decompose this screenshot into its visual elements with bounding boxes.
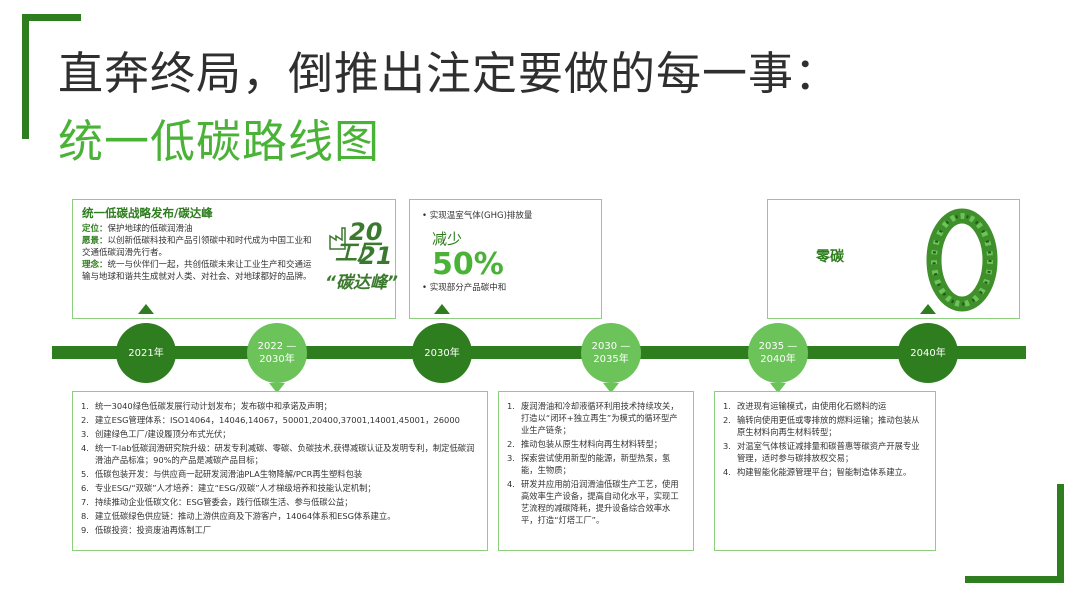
pointer-2022-2030 [269,383,285,393]
pointer-2030 [434,304,450,314]
milestone-2030-card: • 实现温室气体(GHG)排放量 减少 50% • 实现部分产品碳中和 [409,199,602,319]
list-item: 9.低碳投资：投资废油再炼制工厂 [81,525,212,535]
pointer-2035-2040 [770,383,786,393]
list-item: 1.改进现有运输模式，由使用化石燃料的运 [723,401,887,411]
positioning-line: 定位：保护地球的低碳润滑油 [82,224,193,234]
timeline-marker-2040: 2040年 [898,323,958,383]
timeline-marker-2030-2035: 2030 — 2035年 [581,323,641,383]
list-item: 2.推动包装从原生材料向再生材料转型； [507,439,663,449]
list-item: 7.持续推动企业低碳文化：ESG管委会，践行低碳生活、参与低碳公益； [81,497,353,507]
timeline-marker-2030: 2030年 [412,323,472,383]
list-item: 1.废润滑油和冷却液循环利用技术持续攻关，打造以“闭环+独立再生”为模式的循环型… [507,401,679,435]
philosophy-line: 理念：统一与伙伴们一起，共创低碳未来让工业生产和交通运输与地球和谐共生成就对人类… [82,260,312,282]
zero-carbon-label: 零碳 [816,249,844,265]
timeline-marker-2021: 2021年 [116,323,176,383]
page-title: 直奔终局，倒推出注定要做的每一事： [58,47,841,100]
page-subtitle: 统一低碳路线图 [58,115,381,168]
vision-line: 愿景：以创新低碳科技和产品引领碳中和时代成为中国工业和交通低碳润滑先行者。 [82,236,312,258]
milestone-2021-heading: 统一低碳战略发布/碳达峰 [82,206,213,220]
corner-bracket-top-left [22,14,81,139]
timeline-marker-2022-2030: 2022 — 2030年 [247,323,307,383]
list-item: 6.专业ESG/“双碳”人才培养：建立“ESG/双碳”人才梯级培养和技能认定机制… [81,483,376,493]
timeline-marker-2035-2040: 2035 — 2040年 [748,323,808,383]
carbon-peak-2021-stamp: 20 工厂 21 “碳达峰” [325,218,398,293]
timeline-bar [52,346,1026,359]
factory-icon [329,227,346,250]
reduce-label: 减少 [432,230,463,248]
reduction-percent: 50% [432,247,504,282]
pointer-2040 [920,304,936,314]
actions-2030-2035-list: 1.废润滑油和冷却液循环利用技术持续攻关，打造以“闭环+独立再生”为模式的循环型… [498,391,694,551]
pointer-2021 [138,304,154,314]
carbon-neutral-bullet: • 实现部分产品碳中和 [422,283,507,293]
list-item: 4.统一T-lab低碳润滑研究院升级：研发专利减碳、零碳、负碳技术,获得减碳认证… [81,443,475,465]
corner-bracket-bottom-right [965,484,1064,583]
list-item: 3.创建绿色工厂/建设履顶分布式光伏； [81,429,231,439]
milestone-2040-card: 零碳 [767,199,1020,319]
list-item: 2.输转向使用更低或零排放的燃料运输；推动包装从原生材料向再生材料转型； [723,415,920,437]
list-item: 3.探索尝试使用新型的能源，新型热泵，氢能，生物质； [507,453,671,475]
milestone-2021-card: 统一低碳战略发布/碳达峰 定位：保护地球的低碳润滑油 愿景：以创新低碳科技和产品… [72,199,398,319]
ghg-bullet: • 实现温室气体(GHG)排放量 [422,211,533,221]
list-item: 1.统一3040绿色低碳发展行动计划发布；发布碳中和承诺及声明； [81,401,332,411]
list-item: 4.构建智能化能源管理平台；智能制造体系建立。 [723,467,912,477]
list-item: 3.对温室气体核证减排量和碳普惠等碳资产开展专业管理，适时参与碳排放权交易； [723,441,920,463]
leaf-zero-icon [926,208,998,312]
list-item: 5.低碳包装开发：与供应商一起研发润滑油PLA生物降解/PCR再生塑料包装 [81,469,363,479]
list-item: 2.建立ESG管理体系：ISO14064，14046,14067，50001,2… [81,415,460,425]
list-item: 4.研发并应用前沿润滑油低碳生产工艺，使用高效率生产设备，提高自动化水平，实现工… [507,479,679,525]
actions-2035-2040-list: 1.改进现有运输模式，由使用化石燃料的运 2.输转向使用更低或零排放的燃料运输；… [714,391,936,551]
pointer-2030-2035 [603,383,619,393]
actions-2022-2030-list: 1.统一3040绿色低碳发展行动计划发布；发布碳中和承诺及声明； 2.建立ESG… [72,391,488,551]
list-item: 8.建立低碳绿色供应链：推动上游供应商及下游客户，14064体系和ESG体系建立… [81,511,396,521]
